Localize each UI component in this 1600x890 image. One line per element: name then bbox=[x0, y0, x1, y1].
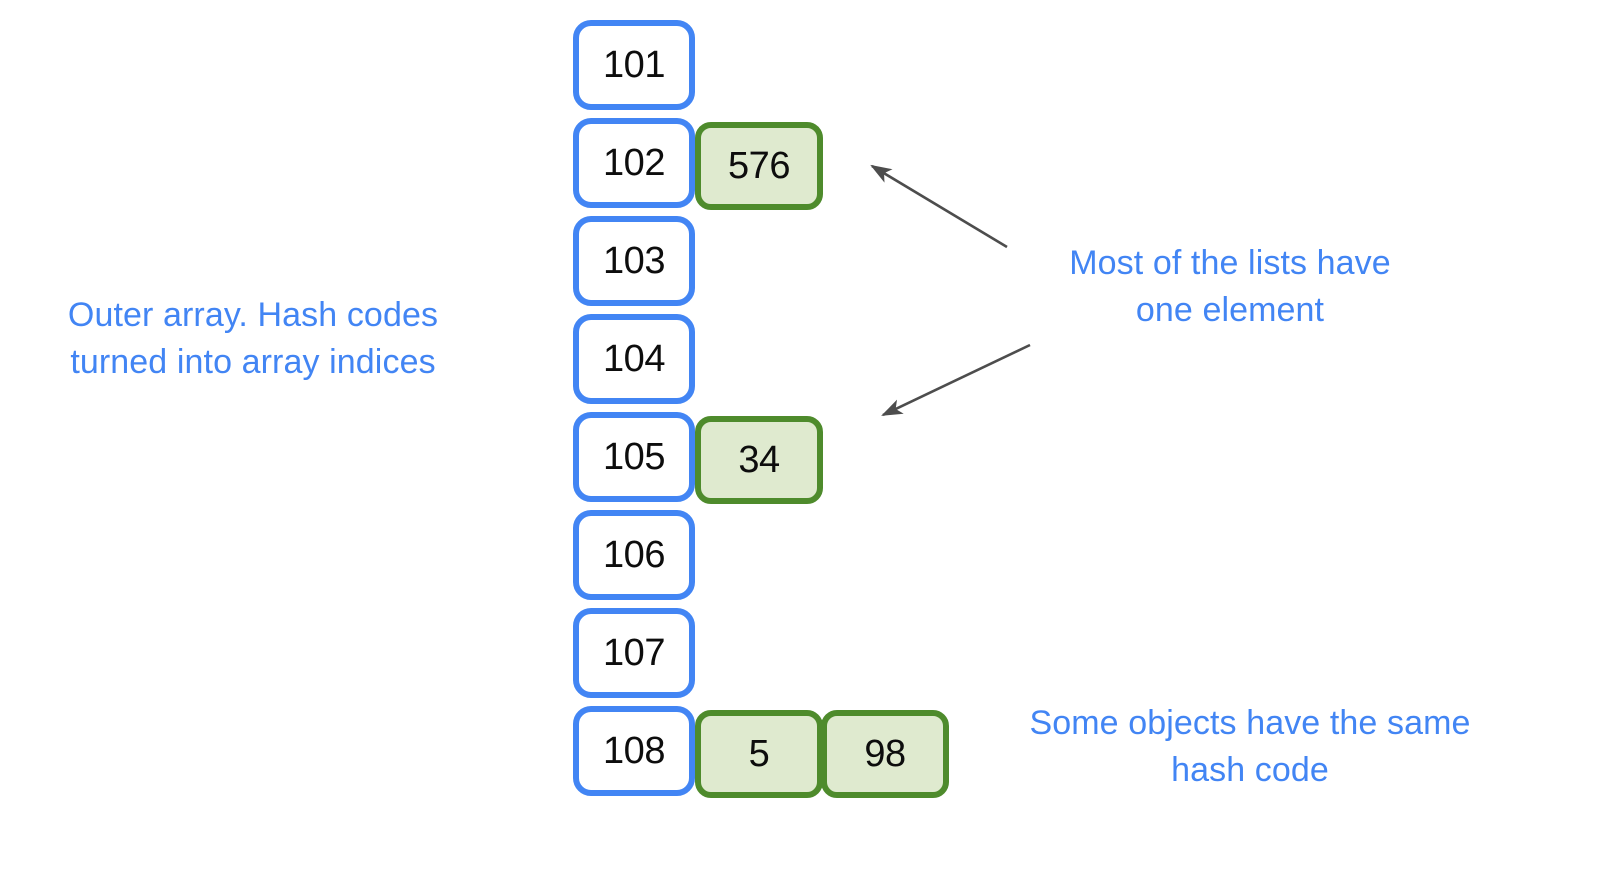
array-index-cell[interactable]: 108 bbox=[573, 706, 695, 796]
chain-node-label: 98 bbox=[864, 733, 906, 775]
array-index-cell[interactable]: 104 bbox=[573, 314, 695, 404]
array-index-cell[interactable]: 101 bbox=[573, 20, 695, 110]
array-index-label: 105 bbox=[603, 436, 665, 478]
array-index-label: 106 bbox=[603, 534, 665, 576]
array-index-cell[interactable]: 103 bbox=[573, 216, 695, 306]
annotation-outer-array: Outer array. Hash codes turned into arra… bbox=[67, 296, 439, 381]
chain-node[interactable]: 5 bbox=[695, 710, 823, 798]
array-index-label: 101 bbox=[603, 44, 665, 86]
array-index-label: 103 bbox=[603, 240, 665, 282]
arrow-to-34 bbox=[881, 343, 1031, 417]
array-index-cell[interactable]: 102 bbox=[573, 118, 695, 208]
array-index-cell[interactable]: 106 bbox=[573, 510, 695, 600]
array-index-label: 107 bbox=[603, 632, 665, 674]
bucket-chain: 576 bbox=[695, 122, 823, 210]
arrow-to-576 bbox=[870, 164, 1008, 249]
chain-node[interactable]: 34 bbox=[695, 416, 823, 504]
array-index-cell[interactable]: 107 bbox=[573, 608, 695, 698]
array-index-cell[interactable]: 105 bbox=[573, 412, 695, 502]
chain-node[interactable]: 576 bbox=[695, 122, 823, 210]
chain-node-label: 576 bbox=[728, 145, 790, 187]
chain-node[interactable]: 98 bbox=[821, 710, 949, 798]
bucket-chain: 5 98 bbox=[695, 710, 949, 798]
chain-node-label: 34 bbox=[738, 439, 780, 481]
bucket-chain: 34 bbox=[695, 416, 823, 504]
annotation-same-hash-code: Some objects have the same hash code bbox=[1029, 704, 1471, 789]
array-index-label: 104 bbox=[603, 338, 665, 380]
chain-node-label: 5 bbox=[748, 733, 770, 775]
annotation-most-lists-one-element: Most of the lists have one element bbox=[1069, 244, 1391, 329]
array-index-label: 108 bbox=[603, 730, 665, 772]
array-index-label: 102 bbox=[603, 142, 665, 184]
